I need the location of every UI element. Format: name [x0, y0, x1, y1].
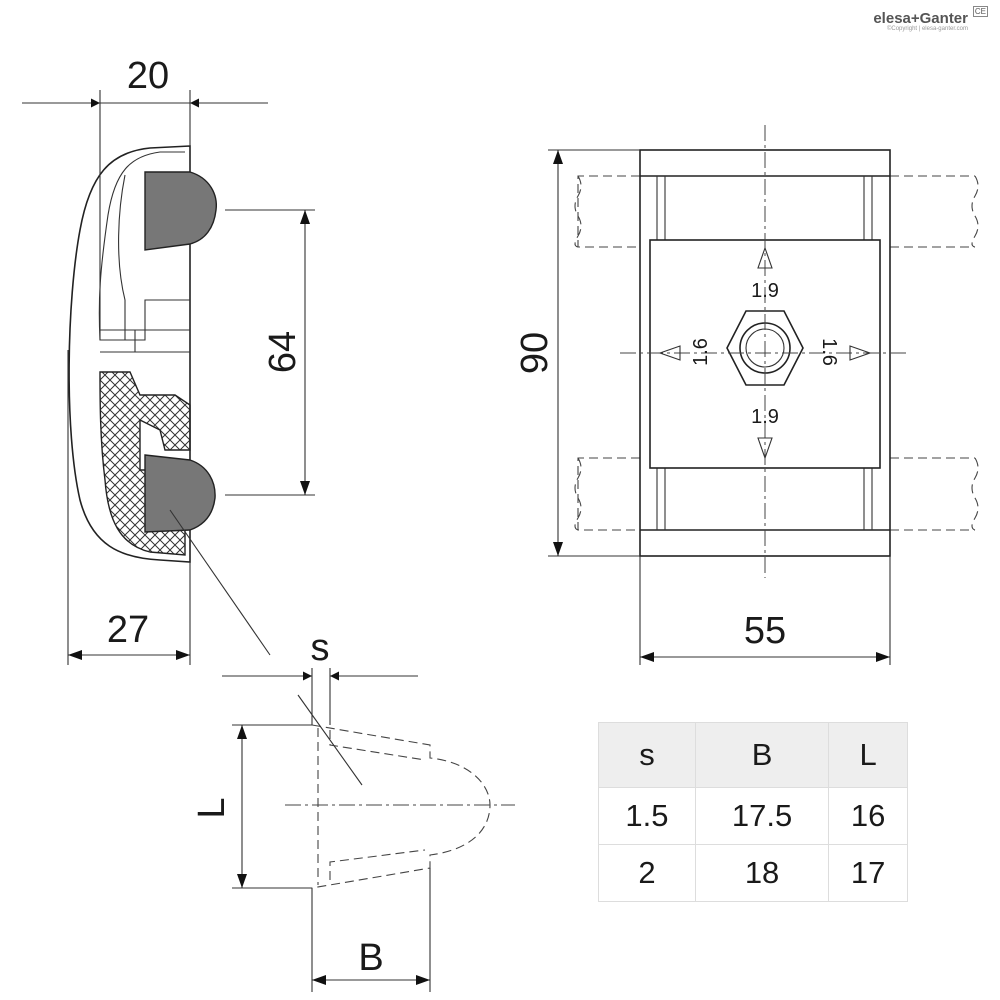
front-view: 1.9 1.9 1.6 1.6 [574, 125, 979, 578]
spec-table-header-row: s B L [598, 722, 908, 788]
dim-text-adjust-right: 1.6 [818, 338, 840, 366]
spec-table: s B L 1.5 17.5 16 2 18 17 [598, 722, 908, 902]
side-view-pad-bottom [144, 454, 216, 533]
dim-text-height: 90 [514, 332, 556, 374]
spec-cell: 17.5 [694, 787, 830, 845]
dim-text-adjust-left: 1.6 [690, 338, 712, 366]
pad-detail-outline [311, 724, 491, 889]
dim-text-adjust-top: 1.9 [751, 280, 779, 302]
spec-cell: 16 [828, 787, 908, 845]
adjust-arrow-down [757, 437, 773, 460]
front-view-rail-top [577, 175, 975, 248]
spec-cell: 17 [828, 844, 908, 902]
dimension-bottom-width: 27 [68, 609, 190, 660]
dim-text-adjust-bottom: 1.9 [751, 406, 779, 428]
adjust-arrow-up [757, 246, 773, 269]
dim-text-s: s [311, 627, 330, 669]
dim-text-b: B [358, 937, 383, 979]
front-view-rail-bottom [577, 457, 975, 531]
dim-text-width: 55 [744, 610, 786, 652]
dim-text-bottom-width: 27 [107, 609, 149, 651]
hex-nut [726, 310, 804, 386]
ce-mark: CE [972, 6, 988, 17]
pad-detail: s L B [191, 627, 515, 992]
dim-text-top-width: 20 [127, 55, 169, 97]
spec-cell: 2 [598, 844, 696, 902]
dimension-pad-spacing: 64 [262, 210, 310, 495]
spec-header-l: L [828, 722, 908, 788]
spec-cell: 1.5 [598, 787, 696, 845]
brand-logo: elesa+Ganter ©Copyright | elesa-ganter.c… [873, 10, 968, 32]
dimension-top-width: 20 [22, 55, 268, 108]
side-view-body [68, 145, 191, 563]
table-row: 1.5 17.5 16 [598, 787, 908, 845]
spec-cell: 18 [694, 844, 830, 902]
spec-header-s: s [598, 722, 696, 788]
dim-text-pad-spacing: 64 [262, 331, 304, 373]
dim-text-l: L [191, 797, 233, 818]
adjust-arrow-left [658, 345, 681, 361]
brand-name: elesa+Ganter [873, 10, 968, 27]
side-view [67, 90, 315, 665]
dimension-width: 55 [639, 556, 891, 665]
brand-copyright: ©Copyright | elesa-ganter.com [886, 26, 968, 32]
side-view-pad-top [144, 171, 217, 251]
table-row: 2 18 17 [598, 844, 908, 902]
spec-header-b: B [694, 722, 830, 788]
adjust-arrow-right [849, 345, 872, 361]
dimension-height: 90 [514, 149, 640, 557]
